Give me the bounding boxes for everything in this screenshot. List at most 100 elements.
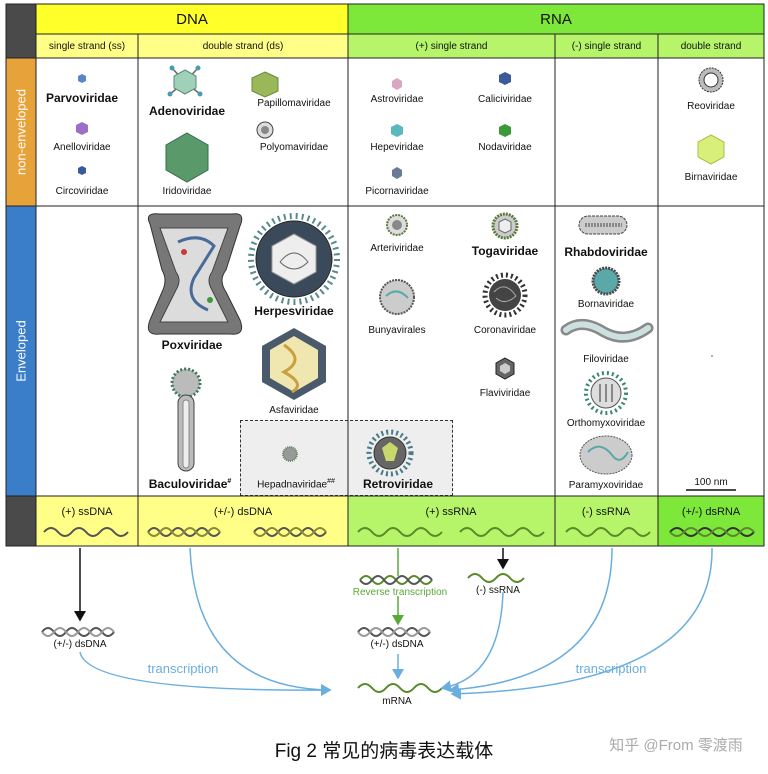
flow-mrna: mRNA bbox=[382, 696, 412, 707]
plus-ss-rna-subheader: (+) single strand bbox=[348, 34, 555, 58]
genome-row-corner bbox=[6, 496, 36, 546]
label-circoviridae: Circoviridae bbox=[55, 186, 109, 197]
ss-dna-subheader: single strand (ss) bbox=[36, 34, 138, 58]
flow-dsdna-left: (+/-) dsDNA bbox=[53, 639, 107, 650]
picornaviridae-icon bbox=[392, 167, 402, 179]
orthomyxoviridae-icon bbox=[584, 371, 628, 415]
label-reoviridae: Reoviridae bbox=[687, 101, 735, 112]
arrow-dsrna-col-to-mrna bbox=[450, 547, 713, 700]
arrow-minus-col-to-mrna bbox=[448, 547, 613, 696]
arrow-minus-to-mrna bbox=[440, 591, 504, 693]
retroviridae-icon bbox=[366, 429, 414, 477]
caliciviridae-icon bbox=[499, 72, 511, 85]
minus-ssrna-strand bbox=[565, 527, 651, 537]
label-baculoviridae: Baculoviridae# bbox=[148, 477, 232, 491]
genome-minus-ssrna-cell bbox=[555, 496, 658, 546]
label-flaviviridae: Flaviviridae bbox=[479, 388, 531, 399]
dna-header-label: DNA bbox=[176, 10, 208, 28]
reoviridae-icon bbox=[698, 67, 724, 93]
arrow-left-dsdna-to-mrna bbox=[79, 651, 332, 697]
label-adenoviridae: Adenoviridae bbox=[148, 104, 226, 118]
flow-transcription-right: transcription bbox=[575, 661, 647, 676]
label-hepeviridae: Hepeviridae bbox=[370, 142, 424, 153]
label-togaviridae: Togaviridae bbox=[471, 244, 539, 258]
asfaviridae-icon bbox=[262, 328, 326, 400]
genome-pm-dsdna-label: (+/-) dsDNA bbox=[213, 506, 273, 518]
genome-plus-ssrna-cell bbox=[348, 496, 555, 546]
label-bunyavirales: Bunyavirales bbox=[368, 325, 426, 336]
togaviridae-icon bbox=[491, 212, 519, 240]
papillomaviridae-icon bbox=[251, 71, 279, 98]
herpesviridae-icon bbox=[248, 213, 340, 305]
rna-header-label: RNA bbox=[540, 10, 572, 28]
genome-dsdna-cell bbox=[138, 496, 348, 546]
label-iridoviridae: Iridoviridae bbox=[162, 186, 212, 197]
plus-ssrna-strand-left bbox=[357, 527, 443, 537]
genome-pm-dsrna-label: (+/-) dsRNA bbox=[681, 506, 741, 518]
flow-minus-ssrna: (-) ssRNA bbox=[476, 585, 520, 596]
hepeviridae-icon bbox=[391, 124, 403, 137]
corner-cell bbox=[6, 4, 36, 58]
label-rhabdoviridae: Rhabdoviridae bbox=[564, 245, 648, 259]
rna-header: RNA bbox=[348, 4, 764, 34]
figure-caption: Fig 2 常见的病毒表达载体 bbox=[274, 741, 494, 762]
genome-plus-ssrna-label: (+) ssRNA bbox=[425, 506, 477, 518]
arteriviridae-icon bbox=[386, 214, 408, 236]
ds-rna-subheader: double strand bbox=[658, 34, 764, 58]
label-arteriviridae: Arteriviridae bbox=[370, 243, 424, 254]
label-asfaviridae: Asfaviridae bbox=[269, 405, 319, 416]
label-retroviridae: Retroviridae bbox=[362, 477, 434, 491]
hepadnaviridae-icon bbox=[282, 446, 298, 462]
ssdna-strand bbox=[43, 527, 129, 537]
table-grid bbox=[5, 3, 765, 547]
baculoviridae-icon bbox=[170, 367, 202, 472]
genome-dsrna-cell bbox=[658, 496, 764, 546]
arrow-dsdna-col-to-mrna bbox=[189, 547, 332, 696]
filoviridae-icon bbox=[560, 319, 654, 343]
flow-mrna-strand bbox=[357, 683, 443, 693]
label-nodaviridae: Nodaviridae bbox=[478, 142, 532, 153]
bornaviridae-icon bbox=[591, 266, 621, 296]
label-hepadnaviridae: Hepadnaviridae## bbox=[257, 478, 335, 491]
label-birnaviridae: Birnaviridae bbox=[684, 172, 738, 183]
label-orthomyxoviridae: Orthomyxoviridae bbox=[566, 418, 646, 429]
hepadna-retro-box bbox=[240, 420, 453, 496]
non-enveloped-row-header bbox=[6, 58, 36, 206]
circoviridae-icon bbox=[78, 166, 86, 175]
iridoviridae-icon bbox=[165, 132, 209, 183]
scale-label: 100 nm bbox=[694, 477, 728, 488]
label-picornaviridae: Picornaviridae bbox=[365, 186, 429, 197]
label-bornaviridae: Bornaviridae bbox=[577, 299, 635, 310]
flow-transcription-left: transcription bbox=[147, 661, 219, 676]
parvoviridae-icon bbox=[78, 74, 86, 83]
dna-header: DNA bbox=[36, 4, 348, 34]
polyomaviridae-icon bbox=[256, 121, 274, 139]
astroviridae-icon bbox=[392, 78, 402, 90]
nodaviridae-icon bbox=[499, 124, 511, 137]
bunyavirales-icon bbox=[379, 279, 415, 315]
label-filoviridae: Filoviridae bbox=[583, 354, 629, 365]
flaviviridae-icon bbox=[495, 357, 515, 380]
adenoviridae-icon bbox=[167, 65, 203, 97]
coronaviridae-icon bbox=[482, 272, 528, 318]
ds-dna-subheader: double strand (ds) bbox=[138, 34, 348, 58]
label-coronaviridae: Coronaviridae bbox=[473, 325, 537, 336]
label-anelloviridae: Anelloviridae bbox=[53, 142, 111, 153]
flow-dsdna-center: (+/-) dsDNA bbox=[370, 639, 424, 650]
plus-ssrna-strand-right bbox=[459, 527, 545, 537]
genome-ssdna-cell bbox=[36, 496, 138, 546]
label-astroviridae: Astroviridae bbox=[370, 94, 424, 105]
genome-minus-ssrna-label: (-) ssRNA bbox=[581, 506, 631, 518]
watermark: 知乎 @From 零渡雨 bbox=[609, 737, 743, 754]
label-papillomaviridae: Papillomaviridae bbox=[257, 98, 331, 109]
minus-ss-rna-subheader: (-) single strand bbox=[555, 34, 658, 58]
flow-minus-ssrna-strand bbox=[467, 573, 525, 583]
label-polyomaviridae: Polyomaviridae bbox=[259, 142, 329, 153]
flow-reverse-transcription: Reverse transcription bbox=[352, 587, 448, 598]
label-poxviridae: Poxviridae bbox=[161, 338, 223, 352]
paramyxoviridae-icon bbox=[579, 435, 633, 475]
label-paramyxoviridae: Paramyxoviridae bbox=[568, 480, 644, 491]
label-herpesviridae: Herpesviridae bbox=[254, 304, 334, 318]
rhabdoviridae-icon bbox=[578, 215, 628, 235]
